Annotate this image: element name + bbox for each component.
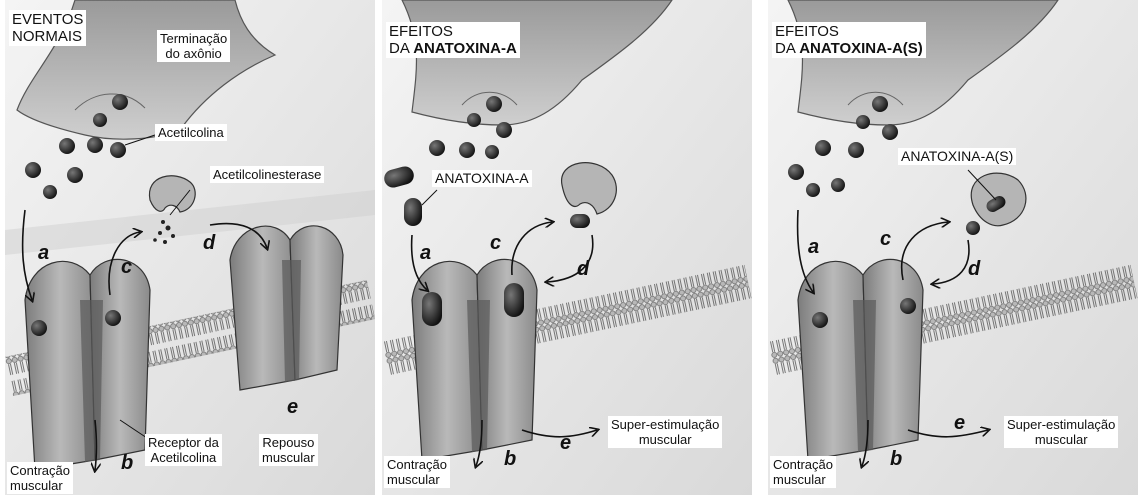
title-normal-events: EVENTOS NORMAIS	[9, 10, 86, 46]
label-acetylcholinesterase: Acetilcolinesterase	[210, 166, 324, 183]
title-line-1: EVENTOS	[12, 11, 83, 28]
label-muscle-rest: Repouso muscular	[259, 434, 318, 466]
label-acetylcholine: Acetilcolina	[155, 124, 227, 141]
label-muscle-overstimulation: Super-estimulação muscular	[608, 416, 722, 448]
title-anatoxin-a: EFEITOS DA ANATOXINA-A	[386, 22, 520, 58]
label-axon-terminal: Terminação do axônio	[157, 30, 230, 62]
step-c: c	[490, 236, 501, 251]
step-c: c	[121, 260, 132, 275]
title-line-1: EFEITOS	[389, 23, 517, 40]
step-d: d	[577, 262, 589, 277]
title-toxin-name: ANATOXINA-A	[413, 40, 517, 57]
step-e: e	[560, 436, 571, 451]
step-e: e	[287, 400, 298, 415]
step-d: d	[968, 262, 980, 277]
panel-anatoxin-as: EFEITOS DA ANATOXINA-A(S) ANATOXINA-A(S)…	[768, 0, 1138, 495]
step-c: c	[880, 232, 891, 247]
synapse-illustration	[5, 0, 375, 495]
title-prefix: DA	[389, 40, 413, 57]
title-line-1: EFEITOS	[775, 23, 923, 40]
label-anatoxin-a: ANATOXINA-A	[432, 170, 532, 187]
step-b: b	[504, 452, 516, 467]
label-muscle-contraction: Contração muscular	[770, 456, 836, 488]
label-muscle-contraction: Contração muscular	[384, 456, 450, 488]
step-d: d	[203, 236, 215, 251]
step-e: e	[954, 416, 965, 431]
step-a: a	[420, 246, 431, 261]
step-a: a	[38, 246, 49, 261]
step-b: b	[890, 452, 902, 467]
panel-normal-events: EVENTOS NORMAIS Terminação do axônio Ace…	[5, 0, 375, 495]
title-anatoxin-as: EFEITOS DA ANATOXINA-A(S)	[772, 22, 926, 58]
title-toxin-name: ANATOXINA-A(S)	[799, 40, 923, 57]
panel-anatoxin-a: EFEITOS DA ANATOXINA-A ANATOXINA-A Contr…	[382, 0, 752, 495]
title-prefix: DA	[775, 40, 799, 57]
label-muscle-overstimulation: Super-estimulação muscular	[1004, 416, 1118, 448]
title-line-2: NORMAIS	[12, 28, 83, 45]
label-receptor: Receptor da Acetilcolina	[145, 434, 222, 466]
step-a: a	[808, 240, 819, 255]
label-anatoxin-as: ANATOXINA-A(S)	[898, 148, 1016, 165]
label-muscle-contraction: Contração muscular	[7, 462, 73, 494]
step-b: b	[121, 456, 133, 471]
